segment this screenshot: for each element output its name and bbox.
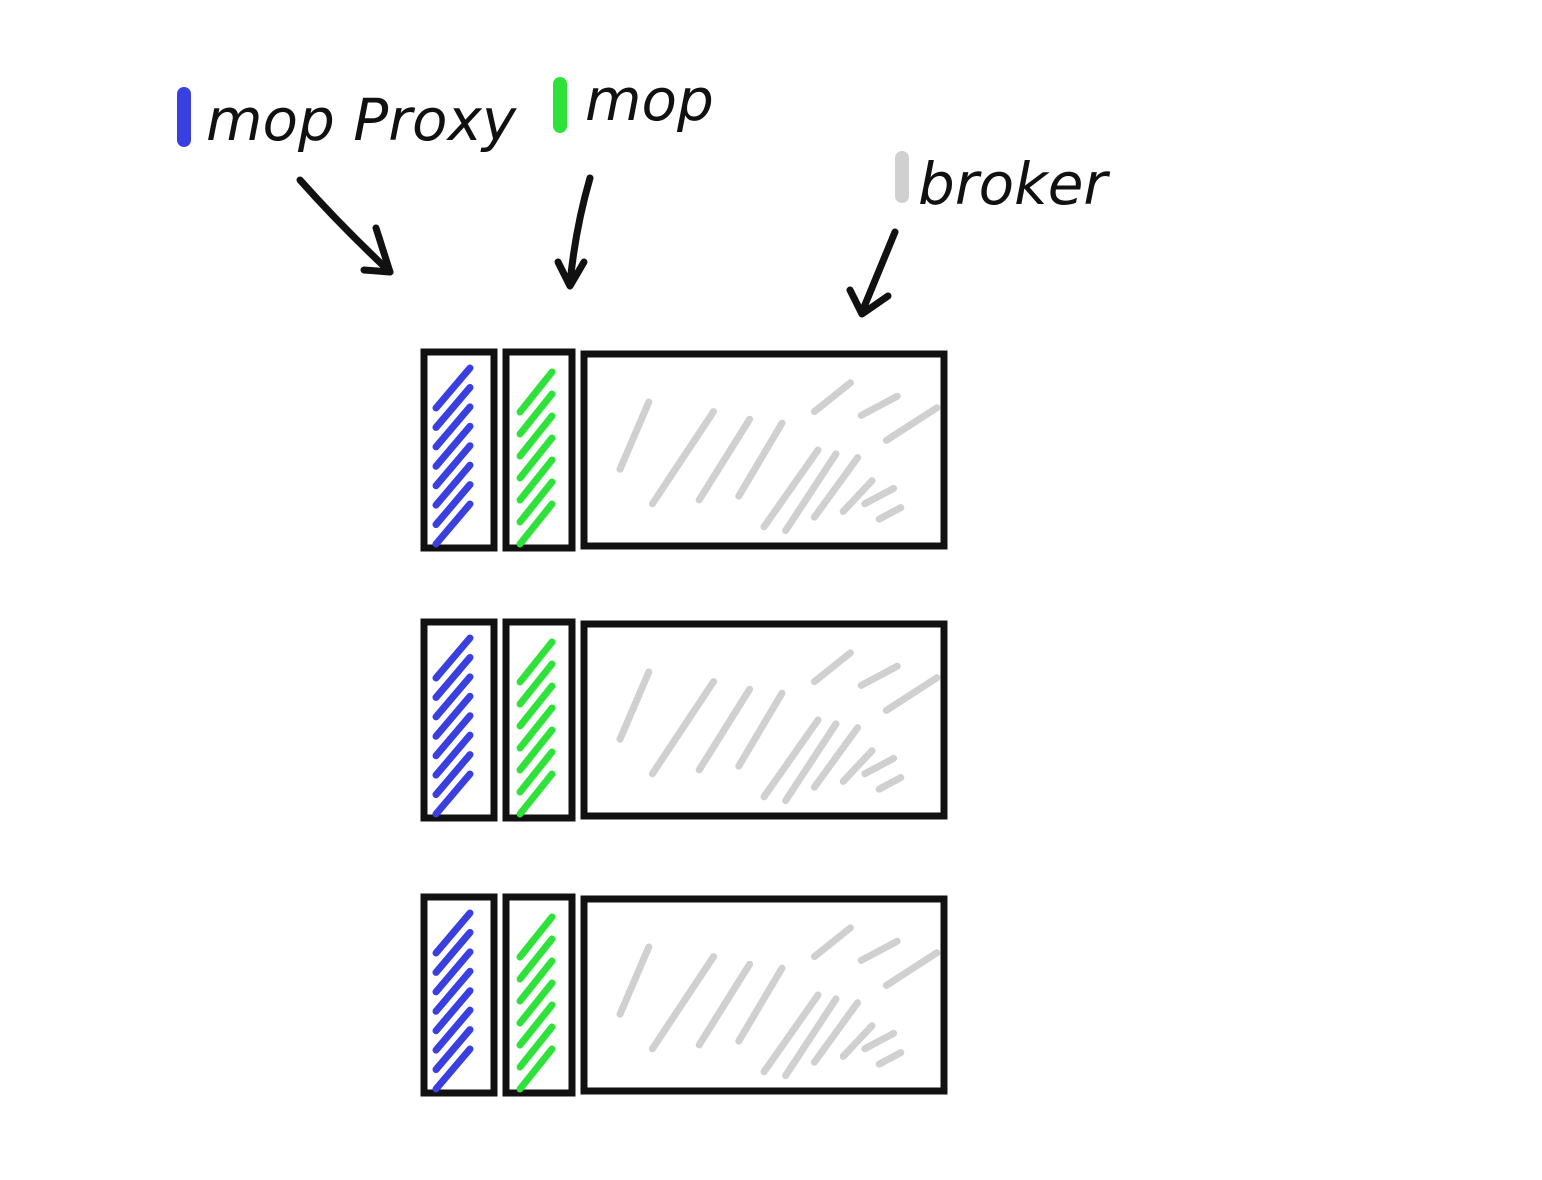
legend-mop: mop bbox=[553, 66, 714, 134]
mop-proxy-hatch bbox=[432, 364, 474, 548]
mop-proxy-hatch bbox=[432, 909, 474, 1093]
broker-cell bbox=[580, 895, 948, 1095]
legend-label-mop-proxy: mop Proxy bbox=[206, 86, 517, 154]
node-rows bbox=[420, 348, 948, 1097]
legend-label-broker: broker bbox=[918, 150, 1110, 218]
broker-hatch bbox=[616, 924, 941, 1080]
mop-proxy-cell bbox=[420, 348, 498, 552]
mop-cell bbox=[502, 893, 576, 1097]
broker-cell bbox=[580, 620, 948, 820]
node-row-2 bbox=[420, 618, 948, 822]
broker-hatch bbox=[616, 379, 941, 535]
mop-proxy-hatch bbox=[432, 634, 474, 818]
broker-hatch bbox=[616, 649, 941, 805]
mop-hatch bbox=[516, 913, 556, 1093]
mop-proxy-cell bbox=[420, 618, 498, 822]
broker-cell bbox=[580, 350, 948, 550]
mop-hatch bbox=[516, 638, 556, 818]
mop-hatch bbox=[516, 368, 556, 548]
legend-label-mop: mop bbox=[585, 66, 714, 134]
node-row-1 bbox=[420, 348, 948, 552]
mop-cell bbox=[502, 348, 576, 552]
arrow-mop bbox=[554, 174, 594, 290]
legend-mop-proxy: mop Proxy bbox=[177, 86, 517, 154]
legend-broker: broker bbox=[895, 150, 1110, 218]
mop-proxy-cell bbox=[420, 893, 498, 1097]
node-row-3 bbox=[420, 893, 948, 1097]
mop-cell bbox=[502, 618, 576, 822]
arrow-broker bbox=[846, 228, 899, 318]
arrow-mop-proxy bbox=[296, 176, 394, 276]
